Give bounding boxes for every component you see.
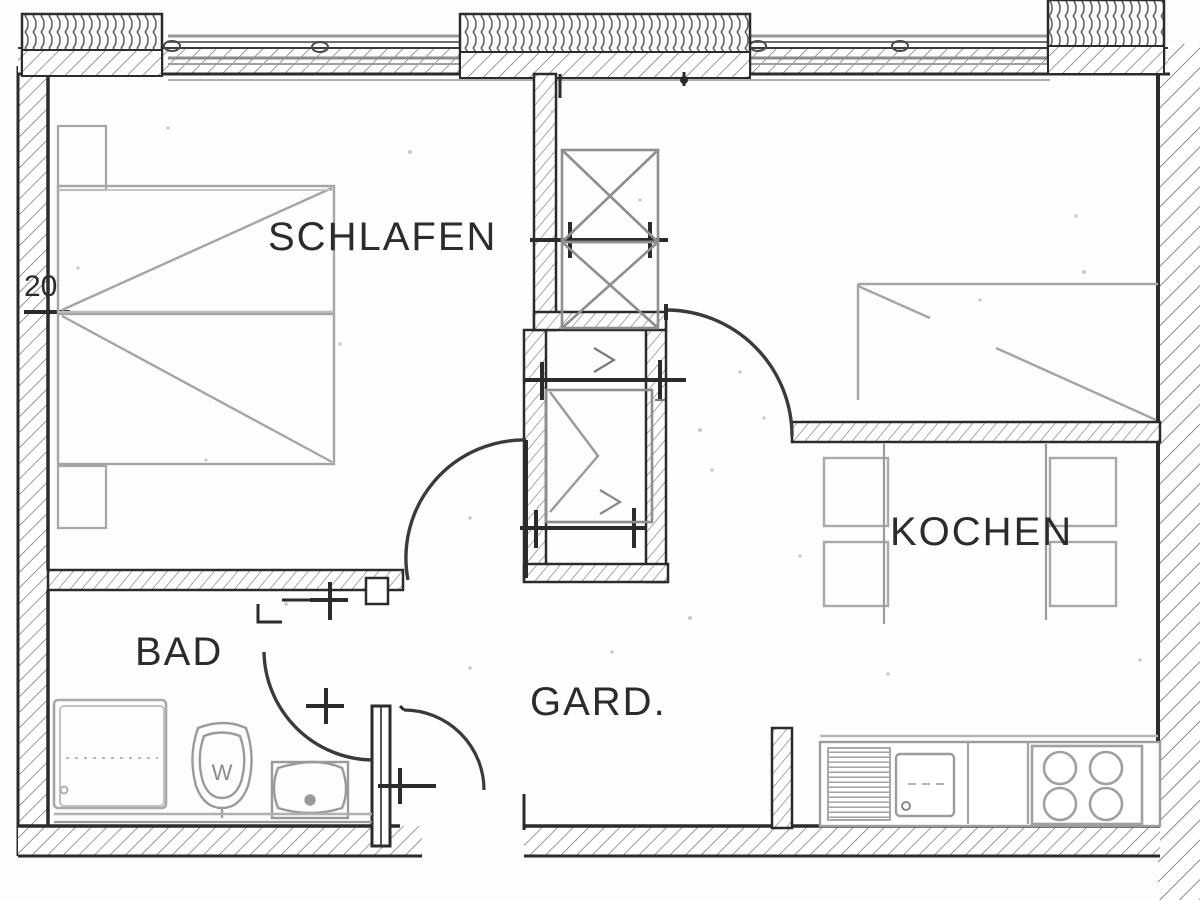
wall-bedroom-south [46,568,405,592]
closet-lower [560,240,660,330]
counter-cooktop [1030,744,1144,826]
wall-bottom-right-hatch [524,826,1160,856]
wall-bath-ne-jog [364,576,390,606]
door-kitchen[interactable] [664,304,794,437]
washbasin-fixture [270,760,350,820]
wall-gard-pier [770,726,794,830]
pier-cut-hatch [21,45,1165,79]
lower-cabinet-left [822,456,890,608]
kitchen-fixtures [818,282,1162,828]
doors [262,304,794,791]
kitchen-counter-run [818,734,1162,828]
door-bedroom[interactable] [404,438,528,581]
cross-marker-closet-upper [530,222,668,258]
cross-marker-closet-lower [520,508,646,548]
exterior-walls [16,0,1200,900]
junction-markers [24,222,686,804]
bathtub-fixture [52,698,168,810]
wall-kitchen-south [790,420,1162,444]
cross-marker-bath-door [310,582,348,620]
scan-speckle [76,110,1142,676]
wardrobe-fixtures [544,148,665,524]
bedroom-fixtures [56,124,336,530]
wall-closet-north [532,310,668,332]
wall-stub-bath-door [256,604,282,624]
closet-handle-marks [593,347,665,402]
window-pivot-dot [680,76,688,84]
wall-closet-south [522,562,670,584]
closet-tall [544,388,654,524]
door-wc-secondary[interactable] [398,704,486,791]
svg-text:W: W [212,760,233,785]
lower-cabinet-right [1048,456,1118,608]
cross-marker-bath-east [378,768,436,804]
counter-dishwasher [827,747,891,821]
cabinet-separator-lines [882,444,1048,624]
bedroom-guide-lines [58,189,334,313]
room-label-bad: BAD [135,630,223,674]
room-label-kochen: KOCHEN [890,510,1073,554]
counter-sink [894,752,956,818]
cross-marker-bath-door-low [306,688,344,724]
room-label-schlafen: SCHLAFEN [268,215,497,259]
bathroom-fixtures: W [52,698,372,824]
wall-closet-east [644,316,668,584]
nightstand-bottom [56,464,108,530]
wall-bottom-left-hatch [18,826,422,856]
room-label-gard: GARD. [530,680,667,724]
wall-left-hatch [18,66,48,856]
door-bath[interactable] [262,651,373,762]
wall-right-hatch [1158,44,1200,900]
upper-cabinet-run [856,282,1158,422]
bed-lower [56,312,336,466]
dimension-label-left: 20 [24,270,57,303]
